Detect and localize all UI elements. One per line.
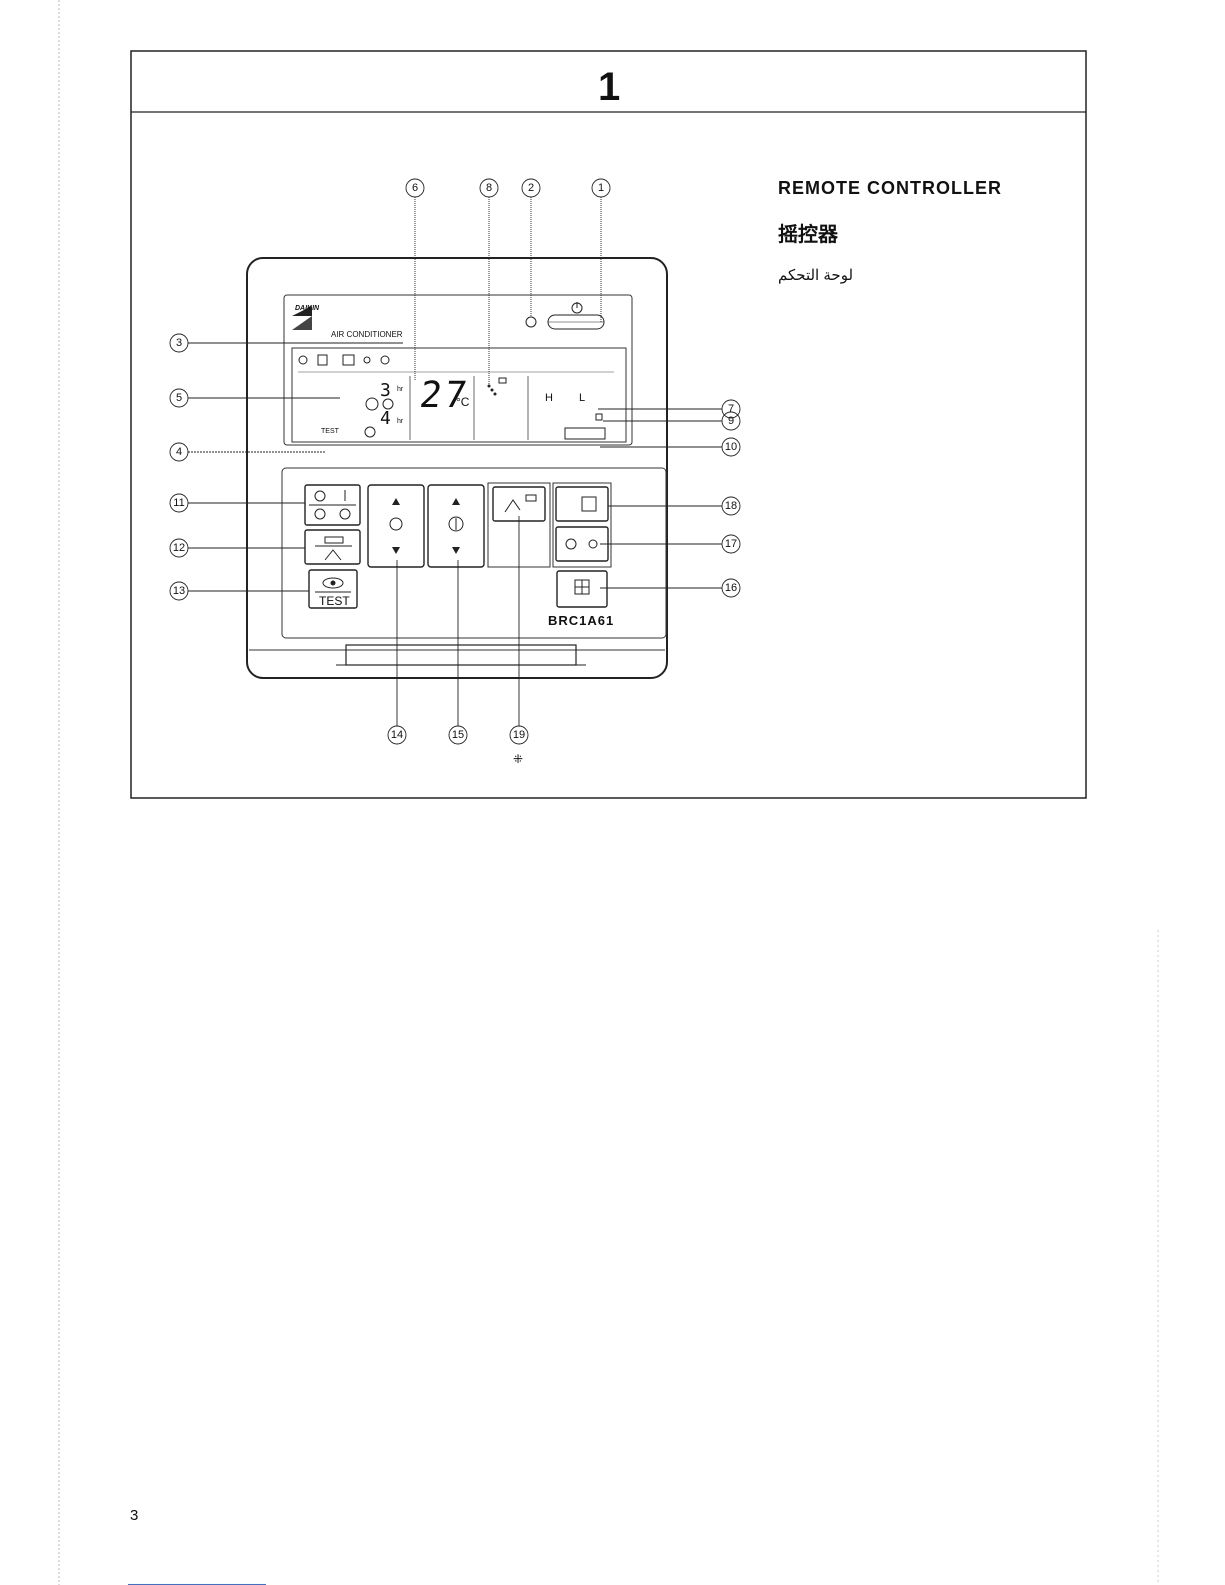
callout-2: 2 <box>521 178 541 198</box>
callout-4: 4 <box>169 442 189 462</box>
callout-8: 8 <box>479 178 499 198</box>
fan-low-icon <box>589 540 597 548</box>
timer-up-icon <box>392 498 400 505</box>
display-panel <box>284 295 632 445</box>
operation-lamp <box>526 317 536 327</box>
hr-label: hr <box>397 418 403 425</box>
callout-9: 9 <box>721 411 741 431</box>
callout-11: 11 <box>169 493 189 513</box>
callout-13: 13 <box>169 581 189 601</box>
callout-6: 6 <box>405 178 425 198</box>
right-button-group <box>553 483 611 567</box>
mode-icons <box>299 355 389 365</box>
fan-low-label: L <box>579 392 585 404</box>
clock-icon <box>390 518 402 530</box>
air-direction-button[interactable] <box>493 487 545 521</box>
title-chinese: 摇控器 <box>778 218 838 247</box>
callout-15: 15 <box>448 725 468 745</box>
footnote-mark: ⁜ <box>513 752 523 766</box>
fan-high-label: H <box>545 392 553 404</box>
lcd-test-label: TEST <box>321 428 339 435</box>
callout-18: 18 <box>721 496 741 516</box>
timer-adjust-button[interactable] <box>368 485 424 567</box>
model-label: BRC1A61 <box>548 613 614 628</box>
temp-up-icon <box>452 498 460 505</box>
filter-sign <box>565 428 605 439</box>
timer-on-readout: 3 <box>380 380 391 401</box>
figure-box <box>131 51 1086 798</box>
fan-high-icon <box>566 539 576 549</box>
callouts <box>170 179 740 744</box>
defrost-icon <box>596 414 602 420</box>
callout-14: 14 <box>387 725 407 745</box>
swing-icon <box>488 378 507 396</box>
section-number: 1 <box>598 65 620 110</box>
hr-label: hr <box>397 386 403 393</box>
brand-name: DAIKIN <box>295 305 319 312</box>
cover-hinge <box>346 645 576 665</box>
mode-icon <box>582 497 596 511</box>
callout-5: 5 <box>169 388 189 408</box>
title-english: REMOTE CONTROLLER <box>778 178 1002 199</box>
timer-off-readout: 4 <box>380 408 391 429</box>
timer-icon <box>366 398 378 410</box>
temperature-unit: °C <box>456 395 469 409</box>
callout-1: 1 <box>591 178 611 198</box>
callout-3: 3 <box>169 333 189 353</box>
test-button-label: TEST <box>319 594 350 608</box>
callout-17: 17 <box>721 534 741 554</box>
callout-12: 12 <box>169 538 189 558</box>
callout-16: 16 <box>721 578 741 598</box>
callout-19: 19 <box>509 725 529 745</box>
title-arabic: لوحة التحكم <box>778 266 853 284</box>
temp-down-icon <box>452 547 460 554</box>
product-line-label: AIR CONDITIONER <box>331 330 403 339</box>
timer-reserve-button[interactable] <box>305 530 360 564</box>
timer-down-icon <box>392 547 400 554</box>
callout-10: 10 <box>721 437 741 457</box>
page-number: 3 <box>130 1507 138 1524</box>
air-direction-icon <box>505 500 520 512</box>
